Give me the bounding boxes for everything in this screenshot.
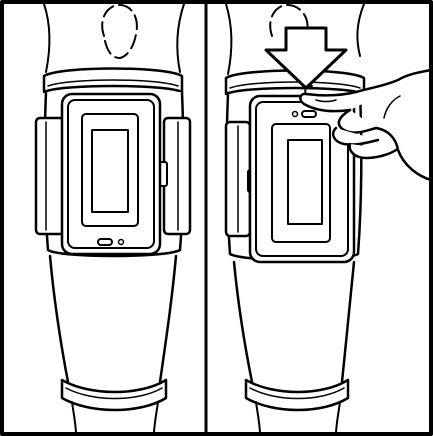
right-device-bezel	[256, 102, 348, 256]
left-strap-left	[36, 118, 64, 234]
